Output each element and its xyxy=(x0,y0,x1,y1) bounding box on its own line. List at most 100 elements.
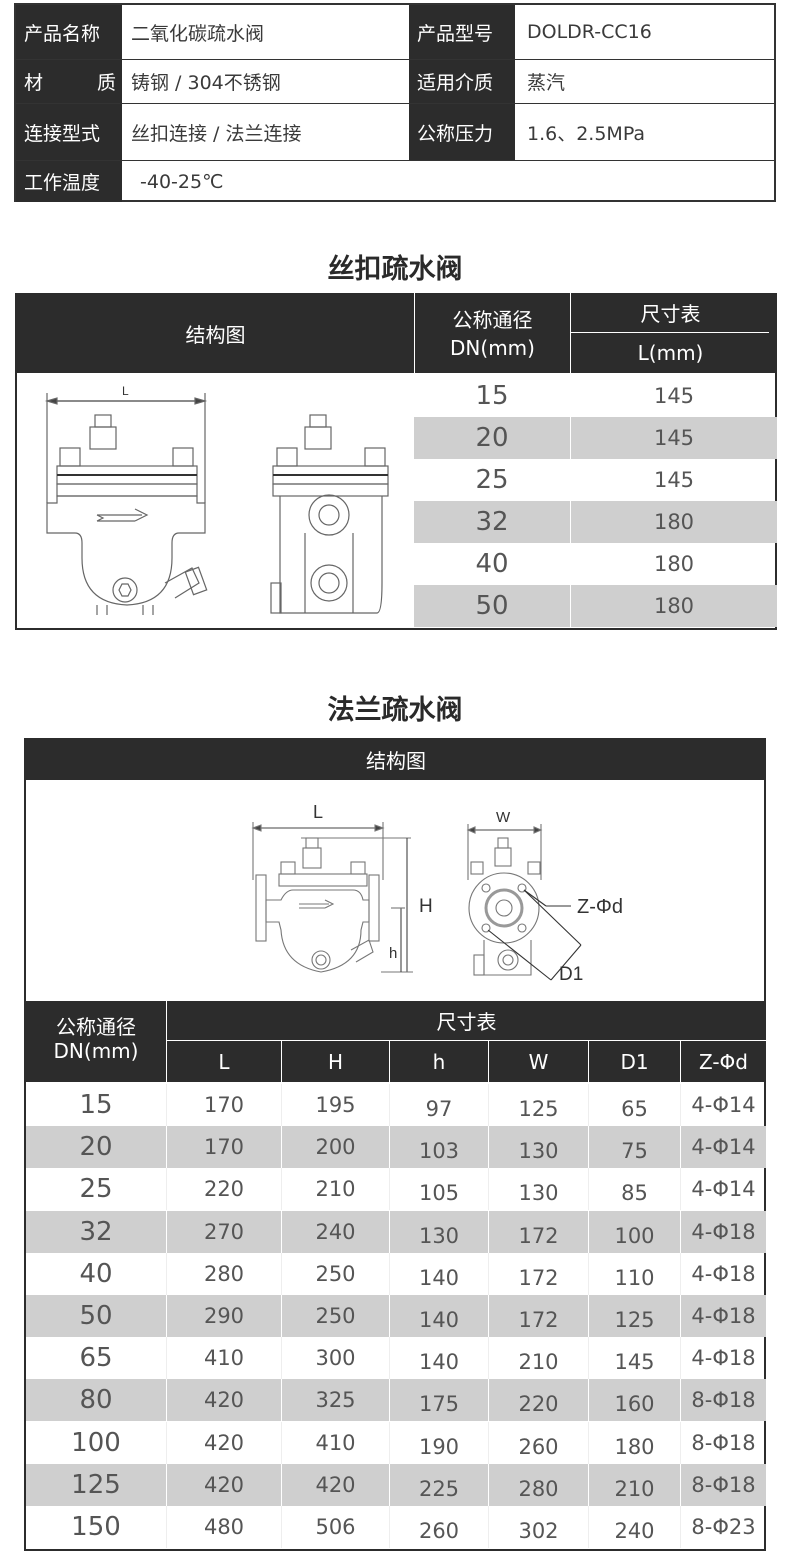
l-cell: 180 xyxy=(653,552,695,576)
header-dn-line2: DN(mm) xyxy=(450,336,535,360)
cell-divider xyxy=(281,1506,282,1548)
cell-divider xyxy=(389,1210,390,1253)
z-phi-d-cell: 4-Φ18 xyxy=(691,1261,756,1286)
header-divider xyxy=(414,293,415,373)
spec-value-medium: 蒸汽 xyxy=(527,72,566,94)
header-divider xyxy=(166,1001,167,1082)
cell-divider xyxy=(680,1379,681,1422)
cell-divider xyxy=(680,1210,681,1253)
cell-divider xyxy=(680,1295,681,1337)
cell-divider xyxy=(389,1295,390,1337)
w-cell: 210 xyxy=(518,1350,559,1375)
h-cell: 325 xyxy=(315,1388,356,1413)
cell-divider xyxy=(488,1421,489,1464)
dn-cell: 50 xyxy=(475,591,509,621)
header-size-table: 尺寸表 xyxy=(640,302,701,326)
h-small-cell: 225 xyxy=(418,1476,460,1501)
h-small-cell: 130 xyxy=(418,1223,460,1248)
cell-divider xyxy=(166,1210,167,1253)
cell-divider xyxy=(166,1084,167,1126)
cell-divider xyxy=(680,1126,681,1169)
spec-label-model: 产品型号 xyxy=(409,5,515,59)
cell-divider xyxy=(588,1210,589,1253)
dn-cell: 25 xyxy=(79,1174,113,1205)
dn-cell: 150 xyxy=(71,1512,121,1542)
z-phi-d-cell: 8-Φ18 xyxy=(691,1388,756,1413)
cell-divider xyxy=(281,1210,282,1253)
l-cell: 410 xyxy=(203,1346,245,1371)
cell-divider xyxy=(389,1463,390,1506)
spec-value-material: 铸钢 / 304不锈钢 xyxy=(131,72,281,94)
section-title-threaded: 丝扣疏水阀 xyxy=(327,254,463,285)
w-cell: 172 xyxy=(518,1223,559,1248)
spec-value-product-name: 二氧化碳疏水阀 xyxy=(131,22,265,45)
cell-divider xyxy=(570,501,571,543)
cell-divider xyxy=(588,1126,589,1169)
cell-divider xyxy=(588,1337,589,1380)
h-cell: 300 xyxy=(315,1346,356,1371)
cell-divider xyxy=(389,1506,390,1548)
cell-divider xyxy=(488,1463,489,1506)
cell-divider xyxy=(570,459,571,501)
cell-divider xyxy=(680,1337,681,1380)
h-small-cell: 105 xyxy=(418,1181,460,1206)
z-phi-d-cell: 4-Φ14 xyxy=(691,1177,756,1202)
table-row: 40 180 xyxy=(414,543,777,585)
header-divider xyxy=(680,1041,681,1082)
cell-divider xyxy=(680,1463,681,1506)
spec-label-material: 材 质 xyxy=(16,60,122,103)
spec-row: 产品名称 二氧化碳疏水阀 产品型号 DOLDR-CC16 xyxy=(16,5,774,60)
w-cell: 280 xyxy=(518,1476,559,1501)
cell-divider xyxy=(281,1463,282,1506)
l-cell: 170 xyxy=(203,1093,245,1117)
cell-divider xyxy=(570,585,571,627)
d1-cell: 240 xyxy=(614,1519,655,1543)
cell-divider xyxy=(570,543,571,585)
diagram-label-h-upper: H xyxy=(419,896,433,917)
dn-cell: 15 xyxy=(475,381,509,411)
threaded-spec-table: 结构图 公称通径 DN(mm) 尺寸表 L(mm) xyxy=(15,293,777,630)
z-phi-d-cell: 8-Φ18 xyxy=(691,1430,756,1455)
cell-divider xyxy=(281,1295,282,1337)
cell-divider xyxy=(570,417,571,459)
cell-divider xyxy=(570,375,571,417)
cell-divider xyxy=(680,1506,681,1548)
dn-cell: 15 xyxy=(79,1090,113,1120)
cell-divider xyxy=(281,1337,282,1380)
dn-cell: 80 xyxy=(79,1385,113,1416)
cell-divider xyxy=(488,1126,489,1169)
l-cell: 280 xyxy=(203,1261,245,1286)
z-phi-d-cell: 4-Φ14 xyxy=(691,1135,756,1160)
cell-divider xyxy=(281,1168,282,1211)
z-phi-d-cell: 8-Φ18 xyxy=(691,1472,756,1497)
cell-divider xyxy=(281,1379,282,1422)
table-row: 15 145 xyxy=(414,375,777,417)
d1-cell: 85 xyxy=(621,1181,648,1206)
cell-divider xyxy=(389,1379,390,1422)
w-cell: 220 xyxy=(518,1392,559,1417)
w-cell: 302 xyxy=(518,1519,559,1543)
l-cell: 180 xyxy=(653,594,695,618)
w-cell: 172 xyxy=(518,1265,559,1290)
dn-cell: 50 xyxy=(79,1301,113,1331)
cell-divider xyxy=(281,1421,282,1464)
header-divider xyxy=(571,332,769,333)
cell-divider xyxy=(166,1463,167,1506)
spec-label-medium: 适用介质 xyxy=(409,60,515,103)
spec-row: 材 质 铸钢 / 304不锈钢 适用介质 蒸汽 xyxy=(16,60,774,104)
dn-cell: 25 xyxy=(475,465,509,495)
w-cell: 130 xyxy=(518,1181,559,1206)
w-cell: 125 xyxy=(518,1097,559,1121)
spec-value-pressure: 1.6、2.5MPa xyxy=(527,122,646,145)
spec-label-connection: 连接型式 xyxy=(16,104,122,160)
cell-divider xyxy=(166,1506,167,1548)
h-small-cell: 190 xyxy=(418,1434,460,1459)
h-cell: 250 xyxy=(315,1304,356,1328)
dn-cell: 125 xyxy=(71,1469,121,1500)
l-cell: 145 xyxy=(653,468,695,492)
